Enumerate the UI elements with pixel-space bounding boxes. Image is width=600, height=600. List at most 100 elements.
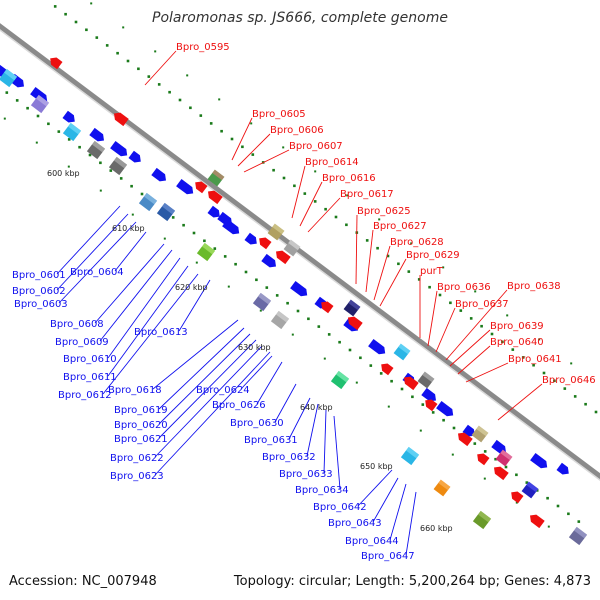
- scale-label: 630 kbp: [238, 343, 271, 352]
- leader-line: [291, 165, 306, 219]
- leader-line: [449, 329, 491, 367]
- tick-dot: [538, 338, 541, 341]
- tick-dot: [53, 5, 57, 8]
- tick-dot: [282, 176, 286, 180]
- tick-dot: [99, 161, 102, 165]
- tick-dot: [323, 357, 326, 360]
- gene-arrow: [530, 453, 548, 469]
- tick-dot: [314, 170, 317, 173]
- tick-dot: [400, 387, 404, 391]
- tick-dot: [473, 442, 477, 445]
- leader-line: [256, 361, 283, 405]
- tick-dot: [109, 169, 113, 172]
- tick-dot: [157, 83, 161, 86]
- gene-arrow: [491, 439, 507, 454]
- gene-arrow: [128, 150, 141, 163]
- tick-dot: [178, 98, 182, 102]
- leader-line: [379, 258, 407, 307]
- leader-line: [445, 289, 508, 361]
- leader-line: [372, 477, 399, 523]
- tick-dot: [563, 387, 567, 390]
- gene-label-plus: Bpro_0602: [12, 286, 66, 297]
- gene-label-minus: Bpro_0607: [289, 141, 343, 152]
- tick-dot: [286, 301, 289, 305]
- feature-block: [108, 156, 128, 176]
- gene-label-plus: Bpro_0632: [262, 452, 316, 463]
- tick-dot: [449, 301, 452, 305]
- tick-dot: [244, 270, 248, 274]
- gene-label-plus: Bpro_0644: [345, 536, 399, 547]
- leader-line: [237, 133, 271, 167]
- leader-line: [457, 345, 491, 375]
- tick-dot: [78, 145, 81, 149]
- tick-dot: [36, 114, 40, 118]
- gene-label-minus: Bpro_0605: [252, 109, 306, 120]
- accession-label: Accession: NC_007948: [9, 574, 157, 589]
- gene-label-minus: Bpro_0595: [176, 42, 230, 53]
- gene-label-plus: Bpro_0601: [12, 270, 66, 281]
- tick-dot: [431, 411, 435, 414]
- leader-line: [158, 333, 251, 425]
- gene-label-plus: Bpro_0620: [114, 420, 168, 431]
- tick-dot: [494, 457, 497, 461]
- gene-arrow: [494, 466, 509, 481]
- leader-line: [158, 339, 257, 439]
- gene-label-minus: Bpro_0628: [390, 237, 444, 248]
- tick-dot: [291, 333, 294, 336]
- map-title: Polaromonas sp. JS666, complete genome: [152, 10, 448, 26]
- feature-block: [196, 242, 216, 262]
- tick-dot: [90, 2, 93, 5]
- leader-line: [114, 231, 147, 272]
- feature-block: [393, 343, 411, 361]
- feature-block: [521, 481, 539, 499]
- feature-block: [156, 202, 176, 222]
- leader-line: [243, 149, 290, 173]
- tick-dot: [192, 231, 196, 235]
- gene-label-plus: Bpro_0634: [295, 485, 349, 496]
- feature-track: [0, 57, 588, 546]
- tick-dot: [313, 200, 317, 203]
- gene-arrow: [110, 141, 128, 157]
- tick-dot: [154, 50, 157, 53]
- tick-dot: [348, 348, 352, 352]
- tick-dot: [480, 324, 483, 328]
- leader-line: [274, 383, 297, 423]
- tick-dot: [419, 429, 422, 432]
- gene-arrow: [425, 399, 438, 412]
- tick-dot: [137, 67, 140, 71]
- tick-dot: [241, 145, 244, 149]
- gene-label-plus: Bpro_0622: [110, 453, 164, 464]
- gene-arrow: [436, 401, 454, 417]
- gene-label-minus: Bpro_0637: [455, 299, 509, 310]
- gene-label-minus: Bpro_0614: [305, 157, 359, 168]
- scale-label: 610 kbp: [112, 224, 145, 233]
- tick-dot: [275, 294, 279, 297]
- leader-line: [240, 355, 273, 390]
- tick-dot: [584, 402, 587, 406]
- tick-dot: [26, 106, 29, 110]
- gene-label-minus: Bpro_0641: [508, 354, 562, 365]
- tick-dot: [296, 309, 300, 313]
- tick-dot: [105, 44, 109, 47]
- gene-arrow: [458, 432, 473, 447]
- tick-dot: [122, 26, 125, 29]
- leader-line: [231, 117, 253, 161]
- tick-dot: [168, 90, 171, 94]
- feature-block: [86, 140, 106, 160]
- gene-label-plus: Bpro_0621: [114, 434, 168, 445]
- tick-dot: [451, 453, 454, 456]
- tick-dot: [474, 290, 477, 293]
- gene-label-plus: Bpro_0610: [63, 354, 117, 365]
- tick-dot: [282, 146, 285, 149]
- tick-dot: [57, 130, 61, 133]
- gene-arrow: [208, 190, 223, 205]
- leader-line: [99, 249, 173, 342]
- tick-dot: [88, 153, 92, 157]
- leader-line: [158, 327, 245, 410]
- tick-dot: [35, 141, 38, 144]
- tick-dot: [553, 379, 556, 383]
- tick-dot: [542, 371, 546, 375]
- tick-dot: [223, 255, 227, 258]
- tick-dot: [547, 525, 550, 528]
- tick-dot: [218, 98, 221, 101]
